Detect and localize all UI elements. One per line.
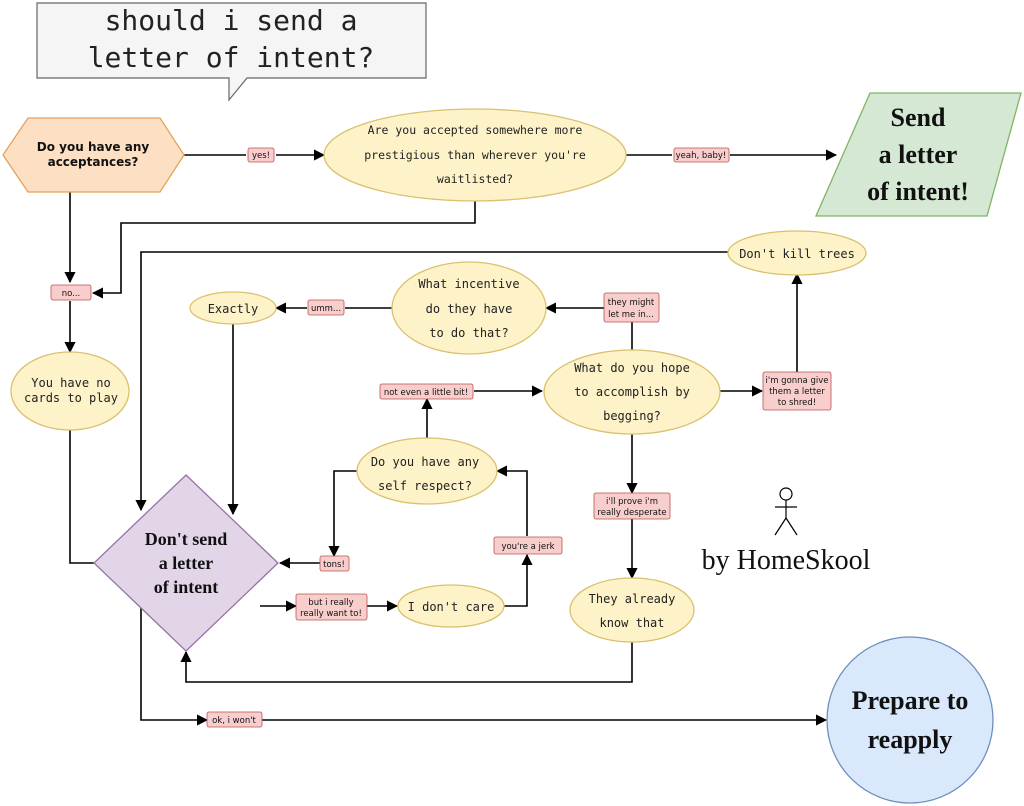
label-umm-text: umm...	[311, 304, 341, 314]
edge-selfrespect-tons	[328, 470, 360, 558]
label-reallywant-line-2: really want to!	[300, 609, 362, 619]
label-yeah-baby: yeah, baby!	[673, 147, 730, 163]
edge-jerk-selfrespect	[495, 465, 528, 536]
node-no-cards: You have no cards to play	[10, 351, 130, 431]
node-send-letter: Send a letter of intent!	[815, 92, 1022, 217]
node-dont-send: Don't send a letter of intent	[93, 474, 279, 652]
label-tons: tons!	[319, 555, 350, 572]
prestigious-line-1: Are you accepted somewhere more	[368, 123, 583, 137]
exactly-line-1: Exactly	[208, 302, 259, 316]
label-no: no...	[50, 284, 92, 301]
speech-bubble: should i send a letter of intent?	[36, 2, 427, 102]
label-mightletin-line-1: they might	[608, 298, 655, 308]
label-might-let-in: they might let me in...	[603, 292, 660, 323]
acceptances-line-2: acceptances?	[48, 155, 139, 169]
trees-line-1: Don't kill trees	[739, 247, 855, 261]
node-already-know: They already know that	[569, 577, 695, 643]
dontsend-line-3: of intent	[154, 577, 219, 597]
label-ok-wont: ok, i won't	[206, 711, 263, 728]
node-dont-kill-trees: Don't kill trees	[727, 230, 867, 276]
label-jerk: you're a jerk	[493, 536, 563, 555]
node-self-respect: Do you have any self respect?	[356, 437, 498, 505]
edge-dontsend-okwont	[140, 608, 209, 726]
label-really-want: but i really really want to!	[295, 593, 368, 621]
label-prove-line-1: i'll prove i'm	[606, 497, 658, 507]
send-line-1: Send	[891, 103, 946, 132]
selfrespect-line-2: self respect?	[378, 479, 472, 493]
byline: by HomeSkool	[702, 545, 871, 576]
hope-line-2: to accomplish by	[574, 385, 690, 399]
selfrespect-line-1: Do you have any	[371, 455, 479, 469]
bubble-line-2: letter of intent?	[88, 41, 375, 74]
prepare-line-2: reapply	[868, 725, 953, 754]
edge-alreadyknow-dontsend	[180, 641, 633, 683]
label-shred-line-2: them a letter	[769, 387, 825, 397]
alreadyknow-line-2: know that	[599, 616, 664, 630]
bubble-line-1: should i send a	[105, 4, 358, 37]
label-prove-line-2: really desperate	[597, 508, 666, 518]
hope-line-1: What do you hope	[574, 361, 690, 375]
label-umm: umm...	[307, 299, 345, 316]
label-jerk-text: you're a jerk	[501, 542, 554, 552]
incentive-line-3: to do that?	[429, 326, 508, 340]
node-acceptances: Do you have any acceptances?	[2, 117, 185, 193]
label-shred-line-1: i'm gonna give	[766, 376, 829, 386]
dontsend-line-2: a letter	[159, 553, 213, 573]
node-incentive: What incentive do they have to do that?	[391, 261, 547, 355]
edge-nocards-dontsend	[69, 430, 115, 569]
dontcare-line-1: I don't care	[408, 600, 495, 614]
nocards-line-2: cards to play	[24, 391, 118, 405]
edge-dontcare-jerk	[504, 553, 533, 607]
label-reallywant-line-1: but i really	[308, 598, 353, 608]
stick-figure-icon	[774, 487, 798, 536]
label-noteven-text: not even a little bit!	[384, 388, 468, 398]
edge-labels: yes! yeah, baby! no... umm... they might…	[50, 147, 832, 728]
label-yes-text: yes!	[252, 151, 270, 161]
prepare-line-1: Prepare to	[852, 686, 969, 715]
nocards-line-1: You have no	[31, 376, 110, 390]
node-prepare: Prepare to reapply	[826, 636, 994, 804]
label-shred-line-3: to shred!	[778, 398, 816, 408]
label-shred: i'm gonna give them a letter to shred!	[762, 371, 832, 411]
prestigious-line-2: prestigious than wherever you're	[364, 148, 586, 162]
node-dont-care: I don't care	[397, 584, 505, 628]
label-mightletin-line-2: let me in...	[608, 310, 654, 320]
label-yes: yes!	[247, 147, 275, 163]
incentive-line-2: do they have	[426, 302, 513, 316]
incentive-line-1: What incentive	[418, 277, 519, 291]
label-okwont-text: ok, i won't	[212, 716, 256, 726]
edge-prestigious-no	[91, 200, 476, 299]
label-tons-text: tons!	[323, 560, 345, 570]
send-line-3: of intent!	[867, 177, 969, 206]
node-prestigious: Are you accepted somewhere more prestigi…	[323, 108, 627, 202]
label-prove-desperate: i'll prove i'm really desperate	[593, 492, 671, 520]
prestigious-line-3: waitlisted?	[437, 172, 513, 186]
alreadyknow-line-1: They already	[589, 592, 676, 606]
label-yeahbaby-text: yeah, baby!	[676, 151, 727, 161]
edges	[64, 149, 838, 726]
send-line-2: a letter	[879, 140, 958, 169]
edge-trees-dontsend	[135, 251, 728, 512]
label-not-even: not even a little bit!	[379, 383, 474, 400]
node-hope: What do you hope to accomplish by beggin…	[543, 349, 721, 435]
dontsend-line-1: Don't send	[145, 529, 228, 549]
node-exactly: Exactly	[189, 291, 277, 325]
hope-line-3: begging?	[603, 409, 661, 423]
label-no-text: no...	[62, 289, 81, 299]
acceptances-line-1: Do you have any	[37, 140, 150, 154]
